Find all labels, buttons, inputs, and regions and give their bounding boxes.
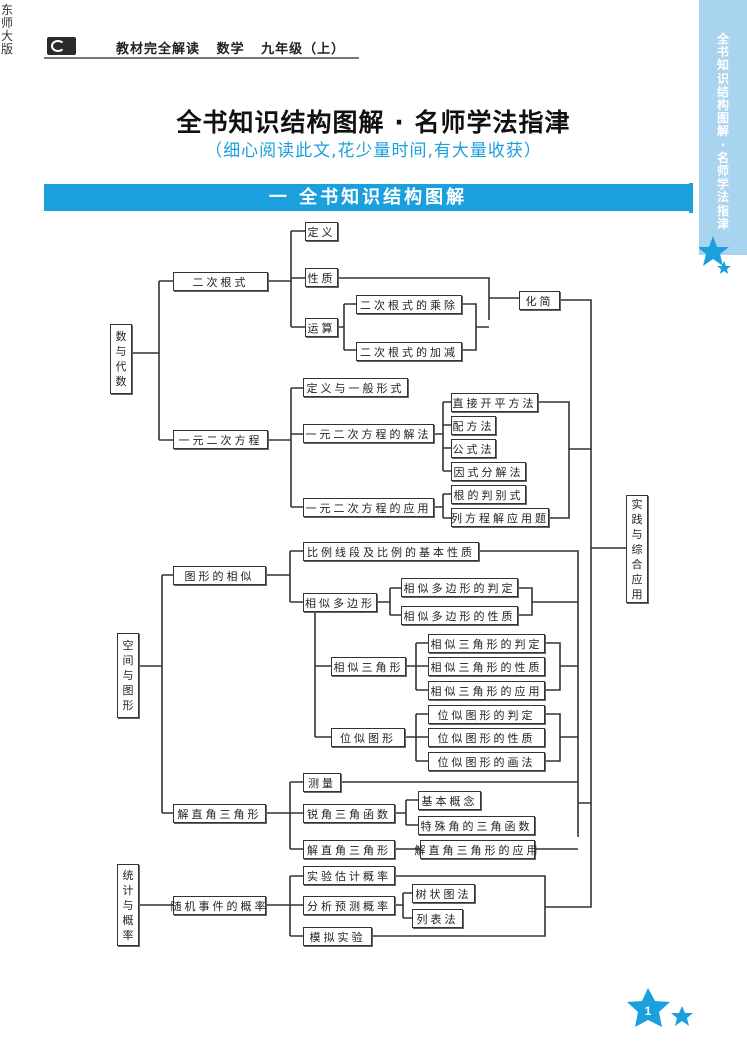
node-homothety-criteria: 位似图形的判定 — [428, 705, 545, 724]
connector — [545, 642, 578, 691]
node-basic-concepts: 基本概念 — [418, 791, 481, 810]
node-solving-methods: 一元二次方程的解法 — [303, 424, 434, 443]
page-number-badge: 1 — [627, 988, 693, 1027]
connector — [337, 277, 520, 320]
page-title: 全书知识结构图解 · 名师学法指津 — [176, 108, 571, 137]
node-triangle-application: 相似三角形的应用 — [428, 681, 545, 700]
node-definition: 定义 — [305, 222, 338, 241]
node-word-problems: 列方程解应用题 — [451, 508, 549, 527]
publisher-logo — [47, 37, 76, 55]
node-factoring: 因式分解法 — [451, 462, 526, 481]
node-analytic-probability: 分析预测概率 — [303, 896, 395, 915]
page-subtitle: （细心阅读此文,花少量时间,有大量收获） — [205, 141, 542, 161]
series-title: 教材完全解读 数学 九年级（上） — [116, 42, 346, 57]
connector — [395, 799, 418, 826]
connector — [405, 713, 428, 762]
node-simplify: 化简 — [519, 291, 560, 310]
node-acute-trig: 锐角三角函数 — [303, 804, 395, 823]
node-random-event-probability: 随机事件的概率 — [171, 896, 266, 915]
node-right-triangle-solving-2: 解直角三角形 — [303, 840, 395, 859]
connector — [314, 611, 331, 738]
node-experimental-probability: 实验估计概率 — [303, 866, 395, 885]
node-discriminant: 根的判别式 — [451, 485, 526, 504]
node-similar-polygons: 相似多边形 — [303, 593, 377, 612]
connector — [377, 587, 401, 616]
node-polygon-properties: 相似多边形的性质 — [401, 606, 518, 625]
connector — [545, 713, 578, 762]
node-right-triangle-application: 解直角三角形的应用 — [415, 840, 538, 859]
node-tree-diagram: 树状图法 — [412, 884, 475, 903]
node-direct-root: 直接开平方法 — [451, 393, 538, 412]
node-property: 性质 — [305, 268, 338, 287]
header-divider — [44, 57, 359, 59]
connector — [395, 892, 412, 919]
node-simulation: 模拟实验 — [303, 927, 372, 946]
connector — [131, 280, 173, 441]
category-statistics-probability: 统计与概率 — [117, 864, 139, 946]
connector — [538, 401, 591, 519]
node-similar-triangles: 相似三角形 — [331, 657, 406, 676]
small-star-icon — [671, 1006, 693, 1026]
node-practice-application: 实践与综合应用 — [626, 495, 648, 603]
node-homothety-properties: 位似图形的性质 — [428, 728, 545, 747]
node-operation: 运算 — [305, 318, 338, 337]
connector — [268, 230, 305, 328]
connector — [138, 875, 303, 937]
connector — [266, 781, 303, 850]
star-icon — [699, 236, 731, 274]
node-figure-similarity: 图形的相似 — [173, 566, 266, 585]
connector — [535, 802, 591, 850]
connector — [266, 550, 303, 603]
connector — [518, 587, 578, 616]
node-proportional-segments: 比例线段及比例的基本性质 — [303, 542, 479, 561]
node-quadratic-equation: 一元二次方程 — [173, 430, 268, 449]
edition-label: 东师大版 — [1, 3, 14, 56]
node-complete-square: 配方法 — [451, 416, 496, 435]
connector — [406, 642, 428, 691]
node-formula: 公式法 — [451, 439, 496, 458]
star-icon — [627, 988, 670, 1027]
node-radical-add-sub: 二次根式的加减 — [356, 342, 462, 361]
section-banner: 一 全书知识结构图解 — [44, 184, 692, 211]
node-measurement: 测量 — [303, 773, 341, 792]
node-quadratic-radical: 二次根式 — [173, 272, 268, 291]
node-table-method: 列表法 — [412, 909, 463, 928]
node-right-triangle-solving: 解直角三角形 — [173, 804, 266, 823]
connector — [479, 550, 579, 837]
node-triangle-criteria: 相似三角形的判定 — [428, 634, 545, 653]
node-radical-mult-div: 二次根式的乘除 — [356, 295, 462, 314]
connector — [560, 299, 592, 882]
node-triangle-properties: 相似三角形的性质 — [428, 657, 545, 676]
connector — [337, 303, 356, 351]
connector — [434, 401, 451, 472]
node-equation-application: 一元二次方程的应用 — [303, 498, 434, 517]
category-space-shape: 空间与图形 — [117, 633, 139, 718]
connector — [372, 875, 592, 937]
connector — [462, 303, 489, 351]
side-tab-text: 全书知识结构图解·名师学法指津 — [716, 32, 729, 231]
node-homothetic-figures: 位似图形 — [331, 728, 405, 747]
connector — [138, 574, 173, 814]
node-homothety-drawing: 位似图形的画法 — [428, 752, 545, 771]
node-special-angle-trig: 特殊角的三角函数 — [418, 816, 535, 835]
connector — [268, 387, 303, 508]
category-number-algebra: 数与代数 — [110, 324, 132, 394]
connector — [434, 493, 451, 519]
logo-arc-icon — [51, 40, 65, 52]
side-tab: 全书知识结构图解·名师学法指津 — [699, 0, 747, 274]
page-number: 1 — [645, 1004, 652, 1018]
node-definition-form: 定义与一般形式 — [303, 378, 408, 397]
node-polygon-criteria: 相似多边形的判定 — [401, 578, 518, 597]
